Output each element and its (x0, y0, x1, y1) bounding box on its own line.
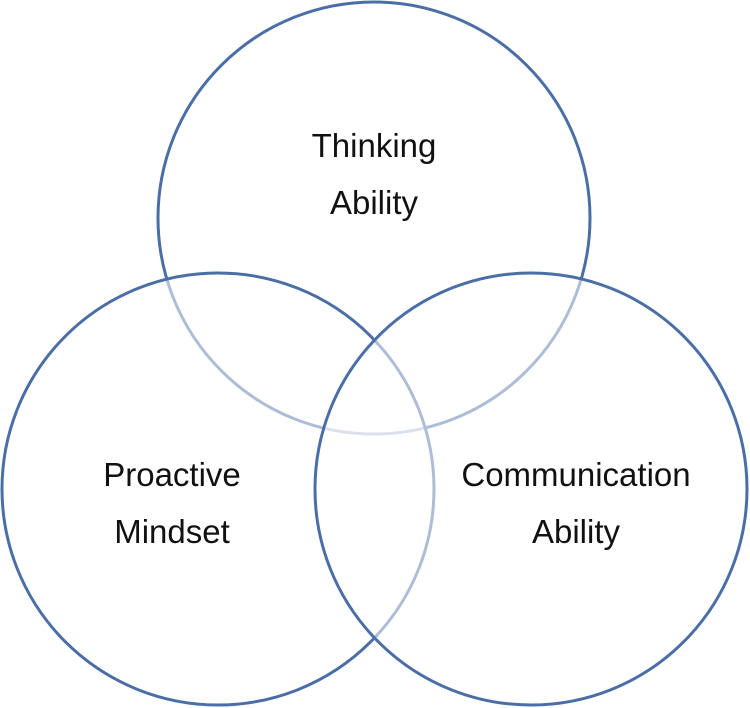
label-thinking-line-1: Thinking (312, 127, 437, 164)
circle-communication-shape (313, 271, 749, 707)
circle-communication-ability (313, 271, 749, 707)
label-thinking-line-2: Ability (330, 184, 419, 221)
label-proactive-line-1: Proactive (103, 456, 241, 493)
label-communication-line-1: Communication (461, 456, 690, 493)
label-communication-line-2: Ability (532, 513, 621, 550)
label-proactive-line-2: Mindset (114, 513, 230, 550)
